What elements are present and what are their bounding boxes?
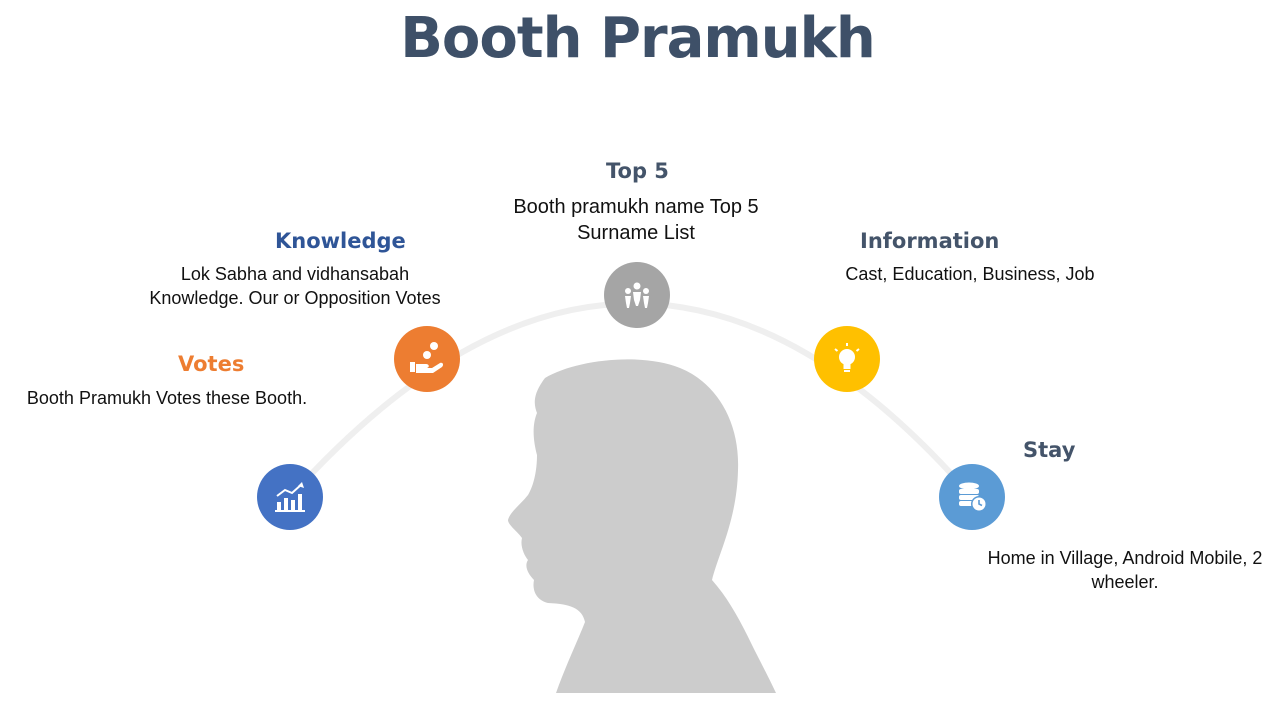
- stay-circle: [939, 464, 1005, 530]
- head-silhouette-icon: [508, 359, 776, 693]
- information-circle: [814, 326, 880, 392]
- top5-description: Booth pramukh name Top 5 Surname List: [513, 196, 759, 244]
- votes-circle: [257, 464, 323, 530]
- top5-circle: [604, 262, 670, 328]
- votes-description: Booth Pramukh Votes these Booth.: [26, 388, 308, 408]
- people-group-icon: [625, 282, 649, 308]
- stay-heading: Stay: [1023, 438, 1076, 462]
- knowledge-description: Lok Sabha and vidhansabah Knowledge. Our…: [149, 264, 441, 308]
- chart-growth-icon: [275, 482, 305, 512]
- information-heading: Information: [860, 229, 1000, 253]
- votes-heading: Votes: [178, 352, 245, 376]
- knowledge-circle: [394, 326, 460, 392]
- hand-coins-icon: [410, 342, 444, 373]
- knowledge-heading: Knowledge: [275, 229, 406, 253]
- lightbulb-icon: [834, 343, 860, 372]
- top5-heading: Top 5: [606, 159, 669, 183]
- information-description: Cast, Education, Business, Job: [845, 264, 1095, 284]
- database-clock-icon: [959, 482, 987, 512]
- page-title: Booth Pramukh: [400, 6, 876, 71]
- stay-description: Home in Village, Android Mobile, 2 wheel…: [987, 548, 1263, 592]
